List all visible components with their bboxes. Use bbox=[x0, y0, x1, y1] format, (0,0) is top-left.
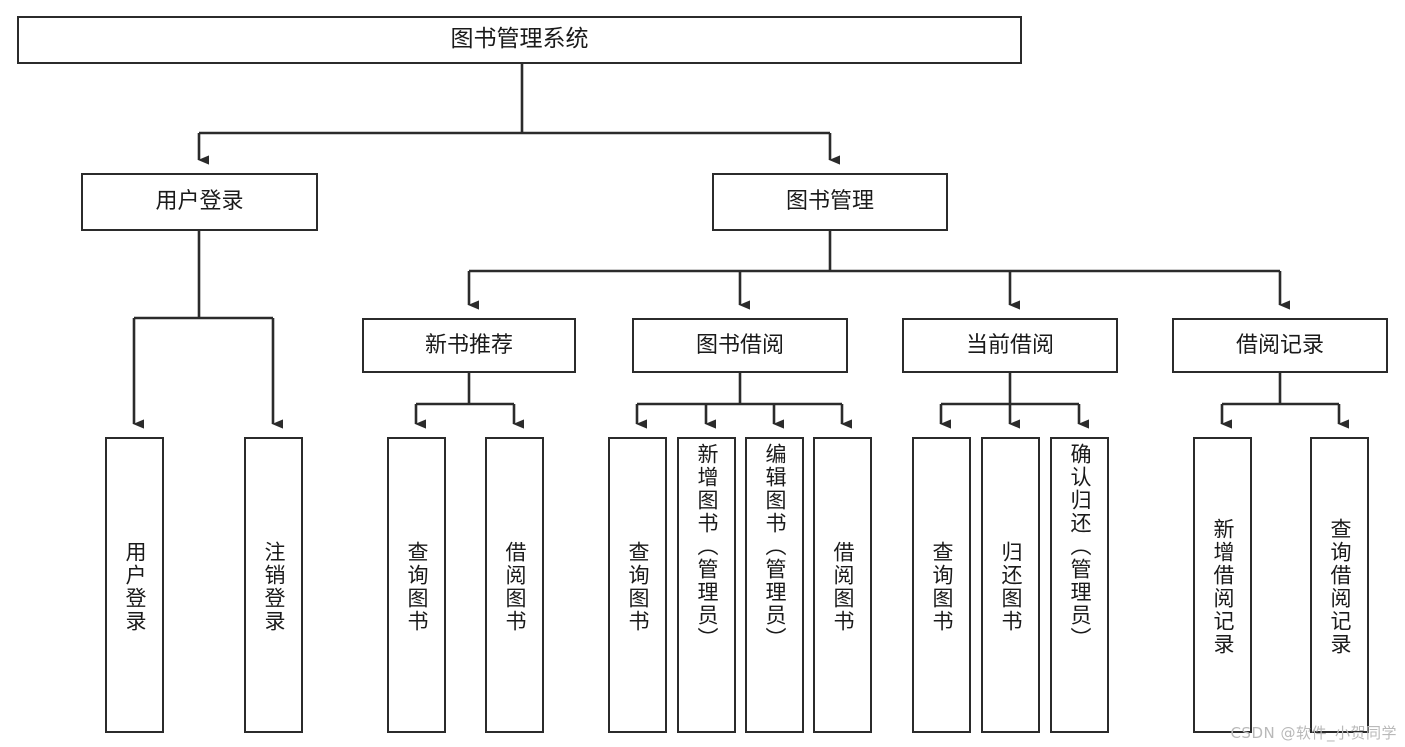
leaf-recommend-borrow-book[interactable]: 借阅图书 bbox=[485, 437, 544, 733]
node-label: 图书管理 bbox=[785, 189, 874, 215]
node-label: 当前借阅 bbox=[965, 332, 1054, 358]
node-book-management[interactable]: 图书管理 bbox=[712, 173, 948, 231]
leaf-borrow-add-book-admin[interactable]: 新增图书（管理员） bbox=[677, 437, 736, 733]
leaf-label: 确认归还（管理员） bbox=[1068, 443, 1092, 650]
leaf-borrow-borrow-book[interactable]: 借阅图书 bbox=[813, 437, 872, 733]
leaf-user-login-signout[interactable]: 注销登录 bbox=[244, 437, 303, 733]
leaf-recommend-query-book[interactable]: 查询图书 bbox=[387, 437, 446, 733]
leaf-label: 借阅图书 bbox=[503, 541, 527, 633]
node-root-library-system[interactable]: 图书管理系统 bbox=[17, 16, 1022, 64]
node-current-borrow[interactable]: 当前借阅 bbox=[902, 318, 1118, 373]
node-book-borrow[interactable]: 图书借阅 bbox=[632, 318, 848, 373]
node-new-book-recommend[interactable]: 新书推荐 bbox=[362, 318, 576, 373]
node-label: 图书借阅 bbox=[695, 332, 784, 358]
leaf-label: 查询图书 bbox=[626, 541, 650, 633]
leaf-current-return-book[interactable]: 归还图书 bbox=[981, 437, 1040, 733]
leaf-record-query-record[interactable]: 查询借阅记录 bbox=[1310, 437, 1369, 733]
leaf-label: 注销登录 bbox=[262, 541, 286, 633]
leaf-label: 查询图书 bbox=[405, 541, 429, 633]
leaf-label: 归还图书 bbox=[999, 541, 1023, 633]
leaf-label: 借阅图书 bbox=[831, 541, 855, 633]
node-label: 新书推荐 bbox=[424, 332, 513, 358]
leaf-label: 查询借阅记录 bbox=[1328, 518, 1352, 656]
node-user-login[interactable]: 用户登录 bbox=[81, 173, 318, 231]
leaf-label: 新增图书（管理员） bbox=[695, 443, 719, 650]
leaf-user-login-signin[interactable]: 用户登录 bbox=[105, 437, 164, 733]
node-label: 借阅记录 bbox=[1235, 332, 1324, 358]
leaf-borrow-query-book[interactable]: 查询图书 bbox=[608, 437, 667, 733]
leaf-label: 查询图书 bbox=[930, 541, 954, 633]
node-label: 用户登录 bbox=[155, 189, 244, 215]
leaf-record-add-record[interactable]: 新增借阅记录 bbox=[1193, 437, 1252, 733]
leaf-borrow-edit-book-admin[interactable]: 编辑图书（管理员） bbox=[745, 437, 804, 733]
leaf-label: 用户登录 bbox=[123, 541, 147, 633]
leaf-label: 编辑图书（管理员） bbox=[763, 443, 787, 650]
node-borrow-record[interactable]: 借阅记录 bbox=[1172, 318, 1388, 373]
leaf-current-confirm-return-admin[interactable]: 确认归还（管理员） bbox=[1050, 437, 1109, 733]
leaf-label: 新增借阅记录 bbox=[1211, 518, 1235, 656]
leaf-current-query-book[interactable]: 查询图书 bbox=[912, 437, 971, 733]
node-label: 图书管理系统 bbox=[450, 26, 589, 53]
